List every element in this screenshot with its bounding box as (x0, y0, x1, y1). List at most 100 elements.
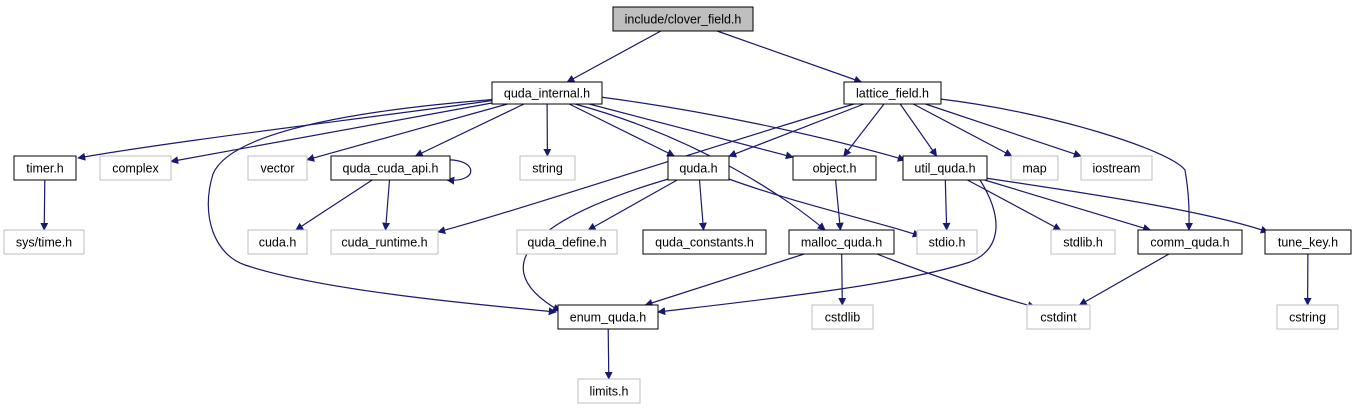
node-box (330, 155, 451, 181)
edge-util_quda-to-comm_quda (984, 179, 1152, 232)
edge-line (942, 179, 951, 231)
node-box (516, 229, 618, 255)
node-label: lattice_field.h (856, 87, 929, 101)
node-label: cstring (1289, 311, 1326, 325)
node-malloc-quda[interactable]: malloc_quda.h (788, 229, 895, 255)
node-box (577, 378, 641, 404)
node-label: tune_key.h (1278, 236, 1338, 250)
edge-quda_internal-to-quda_cuda_api (414, 103, 525, 157)
edge-line (566, 30, 662, 83)
edge-line (716, 30, 863, 84)
edge-line (657, 179, 997, 316)
node-box (99, 155, 172, 181)
edge-line (899, 103, 938, 157)
node-stdio: stdio.h (916, 229, 978, 255)
edge-line (728, 103, 865, 158)
node-box (667, 155, 730, 181)
node-quda-internal[interactable]: quda_internal.h (491, 81, 603, 105)
node-map: map (1010, 155, 1059, 181)
edge-line (568, 103, 676, 157)
edge-line (295, 179, 373, 231)
edge-quda_cuda_api-to-cuda_runtime (382, 179, 391, 231)
node-util-quda[interactable]: util_quda.h (902, 155, 988, 181)
node-object[interactable]: object.h (792, 155, 877, 181)
node-label: quda.h (679, 162, 717, 176)
edge-line (835, 179, 844, 231)
edge-lattice_field-to-cuda_runtime (437, 103, 855, 234)
node-box (1050, 229, 1116, 255)
node-box (792, 155, 877, 181)
node-label: stdio.h (929, 236, 966, 250)
edge-line (725, 177, 921, 238)
node-timer[interactable]: timer.h (13, 155, 77, 181)
edge-line (876, 253, 1036, 310)
node-box (788, 229, 895, 255)
node-box (557, 304, 659, 330)
node-comm-quda[interactable]: comm_quda.h (1137, 229, 1243, 255)
edge-line (939, 98, 1194, 231)
edge-enum_quda-to-limits (604, 328, 613, 380)
edge-line (574, 103, 826, 231)
node-box (811, 304, 874, 330)
node-label: quda_constants.h (655, 236, 754, 250)
edge-quda-to-quda_define (587, 179, 678, 231)
node-cstdlib: cstdlib (811, 304, 874, 330)
node-label: cuda.h (259, 236, 297, 250)
node-label: cstdlib (825, 311, 860, 325)
node-label: malloc_quda.h (801, 236, 882, 250)
node-cstdint: cstdint (1026, 304, 1091, 330)
node-string: string (519, 155, 576, 181)
node-limits: limits.h (577, 378, 641, 404)
edge-line (925, 103, 1082, 158)
edge-malloc_quda-to-cstdint (876, 253, 1036, 310)
node-quda-constants[interactable]: quda_constants.h (642, 229, 767, 255)
node-box (1264, 229, 1352, 255)
node-complex: complex (99, 155, 172, 181)
node-clover-field[interactable]: include/clover_field.h (612, 6, 754, 32)
node-label: iostream (1093, 162, 1141, 176)
edge-line (40, 179, 49, 231)
edge-quda_internal-to-quda (568, 103, 676, 157)
edge-lattice_field-to-iostream (925, 103, 1082, 158)
node-label: comm_quda.h (1150, 236, 1229, 250)
edge-clover_field-to-quda_internal (566, 30, 662, 83)
edge-line (77, 99, 497, 161)
node-label: object.h (813, 162, 857, 176)
edge-malloc_quda-to-cstdlib (838, 253, 847, 306)
node-cuda-runtime: cuda_runtime.h (330, 229, 439, 255)
node-box (13, 155, 77, 181)
node-box (1137, 229, 1243, 255)
edge-clover_field-to-lattice_field (716, 30, 863, 84)
edge-line (967, 179, 1062, 231)
node-sys-time: sys/time.h (3, 229, 85, 255)
edge-quda_internal-to-vector (306, 103, 508, 162)
edge-quda_internal-to-enum_quda (207, 98, 557, 316)
edge-line (1078, 253, 1170, 306)
node-cstring: cstring (1276, 304, 1339, 330)
edge-line (589, 103, 794, 160)
node-box (902, 155, 988, 181)
node-enum-quda[interactable]: enum_quda.h (557, 304, 659, 330)
node-cuda: cuda.h (247, 229, 308, 255)
edge-util_quda-to-stdio (942, 179, 951, 231)
edge-line (644, 253, 805, 307)
edge-lattice_field-to-object (843, 103, 885, 157)
node-label: map (1022, 162, 1046, 176)
edges-layer (40, 30, 1312, 380)
edge-line (984, 179, 1152, 232)
node-box (1026, 304, 1091, 330)
node-label: vector (260, 162, 294, 176)
node-label: cuda_runtime.h (341, 236, 427, 250)
node-label: quda_internal.h (504, 87, 590, 101)
edge-quda-to-stdio (725, 177, 921, 238)
edge-line (444, 159, 472, 185)
edge-line (382, 179, 391, 231)
edge-line (604, 328, 613, 380)
node-quda[interactable]: quda.h (667, 155, 730, 181)
node-iostream: iostream (1080, 155, 1153, 181)
edge-line (599, 96, 906, 162)
node-quda-cuda-api[interactable]: quda_cuda_api.h (330, 155, 451, 181)
node-lattice-field[interactable]: lattice_field.h (843, 81, 942, 105)
node-tune-key[interactable]: tune_key.h (1264, 229, 1352, 255)
